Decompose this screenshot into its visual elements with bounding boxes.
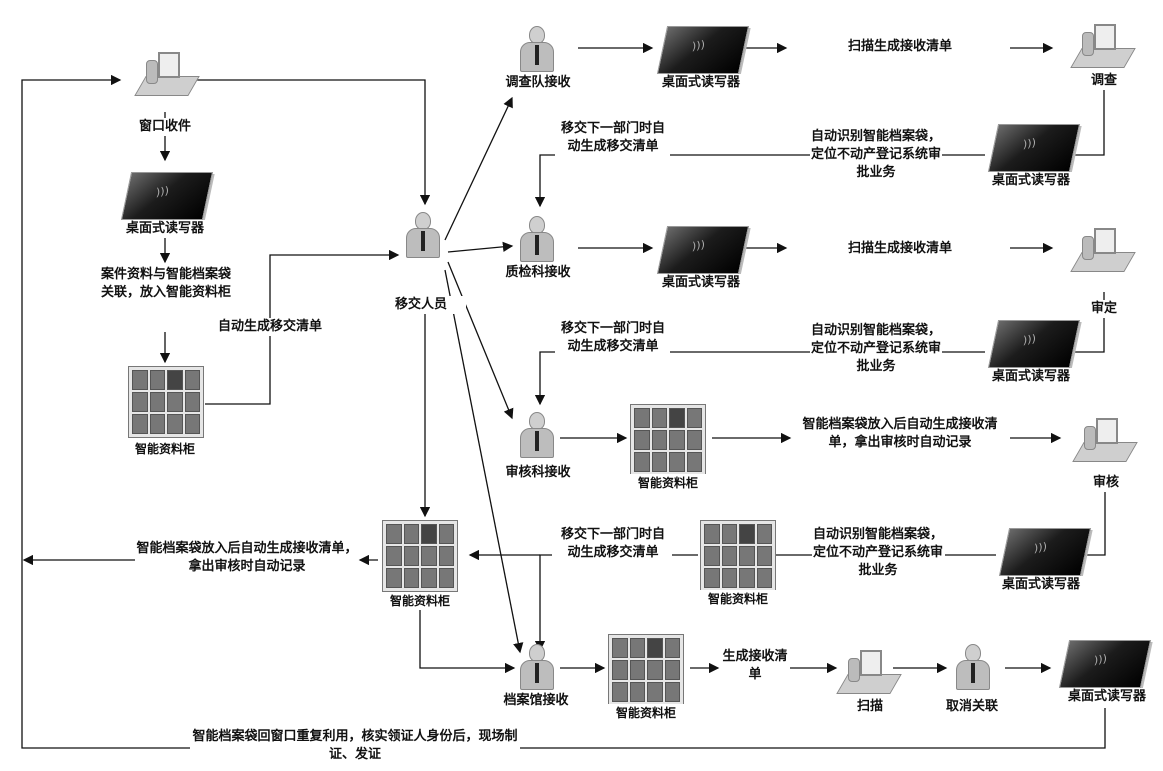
put-in-label: 智能档案袋放入后自动生成接收清单，拿出审核时自动记录 [792, 416, 1008, 452]
link-bag-label: 案件资料与智能档案袋关联，放入智能资料柜 [96, 266, 236, 302]
scan-desk-icon [836, 644, 902, 700]
transfer-next-label: 移交下一部门时自动生成移交清单 [556, 120, 670, 156]
reader-icon [987, 320, 1081, 368]
reader-label: 桌面式读写器 [976, 172, 1086, 190]
cabinet-icon [382, 520, 458, 592]
reader-label: 桌面式读写器 [646, 274, 756, 292]
transfer-next-label: 移交下一部门时自动生成移交清单 [556, 526, 670, 562]
reader-label: 桌面式读写器 [976, 368, 1086, 386]
transfer-person-icon [404, 212, 440, 258]
cabinet-label: 智能资料柜 [370, 592, 470, 610]
survey-receive-label: 调查队接收 [488, 74, 588, 92]
scan-list-label: 扫描生成接收清单 [810, 38, 990, 56]
cancel-link-icon [954, 644, 990, 690]
reader-label: 桌面式读写器 [986, 576, 1096, 594]
cabinet-label: 智能资料柜 [115, 440, 215, 458]
reader-label: 桌面式读写器 [1052, 688, 1162, 706]
cabinet-icon [608, 634, 684, 706]
reuse-label: 智能档案袋回窗口重复利用，核实领证人身份后，现场制证、发证 [190, 728, 520, 764]
cabinet-icon [128, 366, 204, 438]
window-desk-icon [134, 46, 200, 102]
cabinet-icon [630, 404, 706, 476]
cabinet-icon [700, 520, 776, 592]
survey-receive-icon [518, 26, 554, 72]
gen-list-label: 生成接收清单 [720, 648, 790, 684]
reader-icon [987, 124, 1081, 172]
put-in-label: 智能档案袋放入后自动生成接收清单，拿出审核时自动记录 [136, 540, 358, 576]
transfer-person-label: 移交人员 [376, 296, 466, 314]
qc-receive-label: 质检科接收 [488, 264, 588, 282]
cabinet-label: 智能资料柜 [596, 704, 696, 722]
cabinet-label: 智能资料柜 [688, 590, 788, 608]
reader-icon [656, 26, 750, 74]
cabinet-label: 智能资料柜 [618, 474, 718, 492]
auto-identify-label: 自动识别智能档案袋，定位不动产登记系统审批业务 [810, 322, 942, 376]
reader-label: 桌面式读写器 [110, 220, 220, 238]
reader-icon [998, 528, 1092, 576]
window-receive-label: 窗口收件 [120, 118, 210, 136]
archive-receive-icon [518, 644, 554, 690]
scan-list-label: 扫描生成接收清单 [810, 240, 990, 258]
survey-label: 调查 [1074, 72, 1134, 90]
review-receive-icon [518, 412, 554, 458]
review-receive-label: 审核科接收 [488, 464, 588, 482]
archive-receive-label: 档案馆接收 [486, 692, 586, 710]
transfer-next-label: 移交下一部门时自动生成移交清单 [556, 320, 670, 356]
reader-icon [656, 226, 750, 274]
approve-desk-icon [1070, 222, 1136, 278]
approve-label: 审定 [1074, 300, 1134, 318]
auto-identify-label: 自动识别智能档案袋，定位不动产登记系统审批业务 [810, 128, 942, 182]
reader-label: 桌面式读写器 [646, 74, 756, 92]
cancel-link-label: 取消关联 [930, 698, 1014, 716]
survey-desk-icon [1070, 18, 1136, 74]
reader-icon [120, 172, 214, 220]
review-desk-icon [1072, 412, 1138, 468]
review-label: 审核 [1076, 474, 1136, 492]
scan-label: 扫描 [840, 698, 900, 716]
auto-identify-label: 自动识别智能档案袋，定位不动产登记系统审批业务 [812, 526, 944, 580]
qc-receive-icon [518, 216, 554, 262]
auto-list-label: 自动生成移交清单 [216, 318, 324, 336]
reader-icon [1058, 640, 1152, 688]
